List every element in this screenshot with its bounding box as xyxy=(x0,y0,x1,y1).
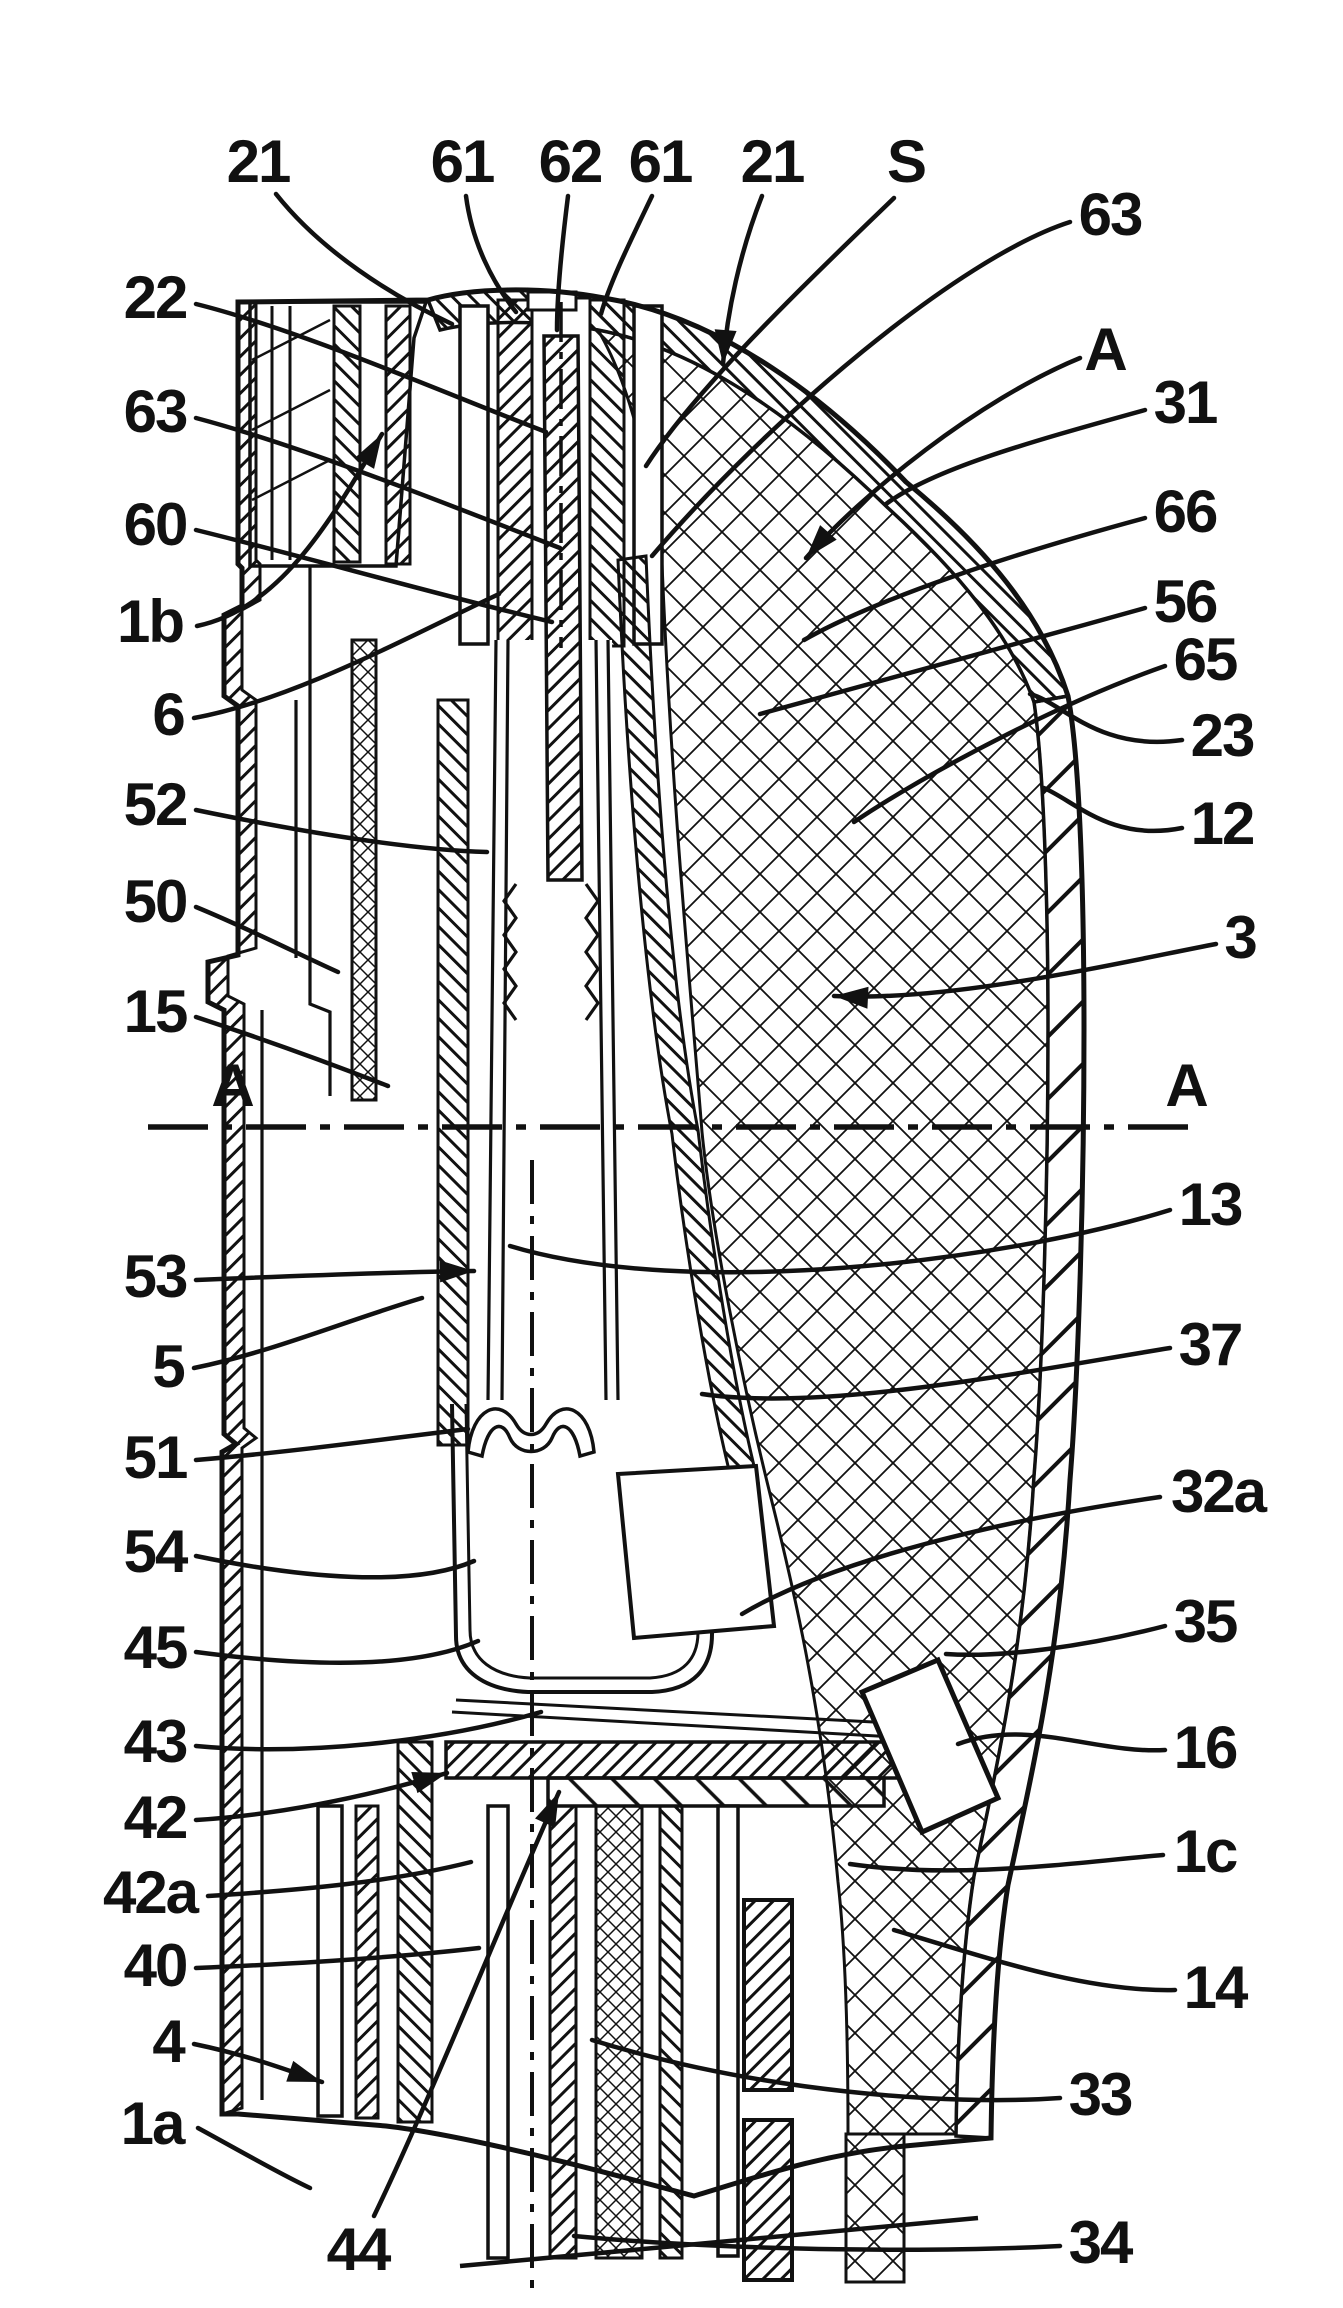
block-34-hatch xyxy=(742,2118,794,2282)
valve-cup-inner xyxy=(464,1403,706,1680)
leader-52-30 xyxy=(193,807,490,855)
central-tube xyxy=(478,639,624,1402)
collar-ribs xyxy=(270,306,292,560)
leader-13-16 xyxy=(507,1207,1173,1275)
leader-63-6 xyxy=(649,219,1073,559)
spring-zigzag-left xyxy=(502,883,518,1021)
leader-31-8 xyxy=(883,407,1148,507)
arrowhead-4-43 xyxy=(286,2060,322,2082)
leader-60-27 xyxy=(193,527,555,625)
collar-assembly xyxy=(248,300,429,568)
arrowhead-53-34 xyxy=(439,1260,474,1283)
valve-cup-outer xyxy=(450,1403,720,1694)
valve-membrane xyxy=(466,1407,596,1459)
leader-1a-44 xyxy=(195,2125,313,2191)
plate-slope-lines xyxy=(451,1698,949,1742)
lower-wall-g xyxy=(716,1804,740,2258)
leader-62-2 xyxy=(554,193,571,333)
leader-21-0 xyxy=(273,191,455,327)
collar-slashes xyxy=(251,318,331,502)
leader-40-42 xyxy=(193,1945,482,1971)
leader-35-19 xyxy=(943,1623,1168,1658)
leader-34-24 xyxy=(571,2233,1063,2252)
leader-A-7 xyxy=(803,355,1083,561)
leader-65-11 xyxy=(851,663,1168,825)
leader-S-5 xyxy=(643,195,897,469)
leader-37-17 xyxy=(699,1345,1173,1401)
leader-16-20 xyxy=(955,1732,1168,1753)
lower-wall-f-hatch xyxy=(658,1804,684,2260)
arrowhead-A-7 xyxy=(806,525,837,558)
lower-wall-c-hatch xyxy=(396,1740,434,2124)
stem-hatch xyxy=(542,334,584,882)
outlet-bar-left xyxy=(458,304,490,646)
collar-wall-hatch-b xyxy=(384,304,412,566)
outlet-wall-left-hatch xyxy=(496,298,534,648)
plate-43-hatch xyxy=(444,1740,954,1780)
block-33-hatch xyxy=(742,1898,794,2092)
leader-5-35 xyxy=(191,1295,425,1371)
leader-23-12 xyxy=(1027,691,1185,744)
leader-1c-21 xyxy=(847,1852,1166,1873)
leader-50-31 xyxy=(193,904,341,975)
leader-32a-18 xyxy=(739,1494,1163,1617)
leader-42a-41 xyxy=(205,1859,474,1899)
leader-61-1 xyxy=(463,193,519,315)
lower-wall-d xyxy=(486,1804,510,2260)
leader-lines xyxy=(191,191,1219,2252)
arrowhead-1b-28 xyxy=(355,434,382,469)
bottom-termination xyxy=(459,2215,979,2269)
leader-63-26 xyxy=(193,415,563,551)
arrowhead-21-4 xyxy=(714,329,737,364)
sensor-block xyxy=(858,1656,1002,1836)
leader-1b-28 xyxy=(194,431,385,629)
leader-6-29 xyxy=(191,591,502,721)
lower-wall-e-hatch xyxy=(548,1804,578,2260)
leader-33-23 xyxy=(589,2037,1063,2103)
leader-61-3 xyxy=(598,193,655,317)
housing-outline xyxy=(205,287,1087,2199)
lower-column-crosshatch xyxy=(594,1804,644,2260)
arrowhead-44-45 xyxy=(535,1792,559,1828)
arrowhead-42-40 xyxy=(411,1771,447,1794)
leader-43-39 xyxy=(193,1709,544,1752)
tube-walls xyxy=(486,639,620,1401)
leader-51-36 xyxy=(193,1426,471,1463)
plate-44-hatch xyxy=(546,1776,886,1808)
reservoir-crosshatch-lower xyxy=(844,2132,906,2284)
leader-14-22 xyxy=(891,1927,1178,1993)
leader-3-14 xyxy=(831,941,1219,999)
leader-56-10 xyxy=(757,605,1148,717)
collar-wall-hatch-a xyxy=(332,304,362,564)
lower-walls xyxy=(316,1740,979,2282)
lower-wall-b-hatch xyxy=(354,1804,380,2120)
spring-zigzag-right xyxy=(584,883,600,1021)
leader-22-25 xyxy=(193,301,549,435)
piston-pocket xyxy=(615,1463,777,1641)
arrowhead-3-14 xyxy=(834,986,869,1009)
leader-54-37 xyxy=(193,1553,477,1580)
sleeve-left-hatch xyxy=(436,698,470,1447)
sleeve-15-crosshatch xyxy=(350,638,378,1102)
leader-66-9 xyxy=(801,515,1148,643)
leader-44-45 xyxy=(371,1789,562,2219)
leader-12-13 xyxy=(1041,785,1185,834)
leader-15-32 xyxy=(193,1014,391,1089)
leader-45-38 xyxy=(193,1638,481,1665)
tube-bore xyxy=(478,640,624,1402)
